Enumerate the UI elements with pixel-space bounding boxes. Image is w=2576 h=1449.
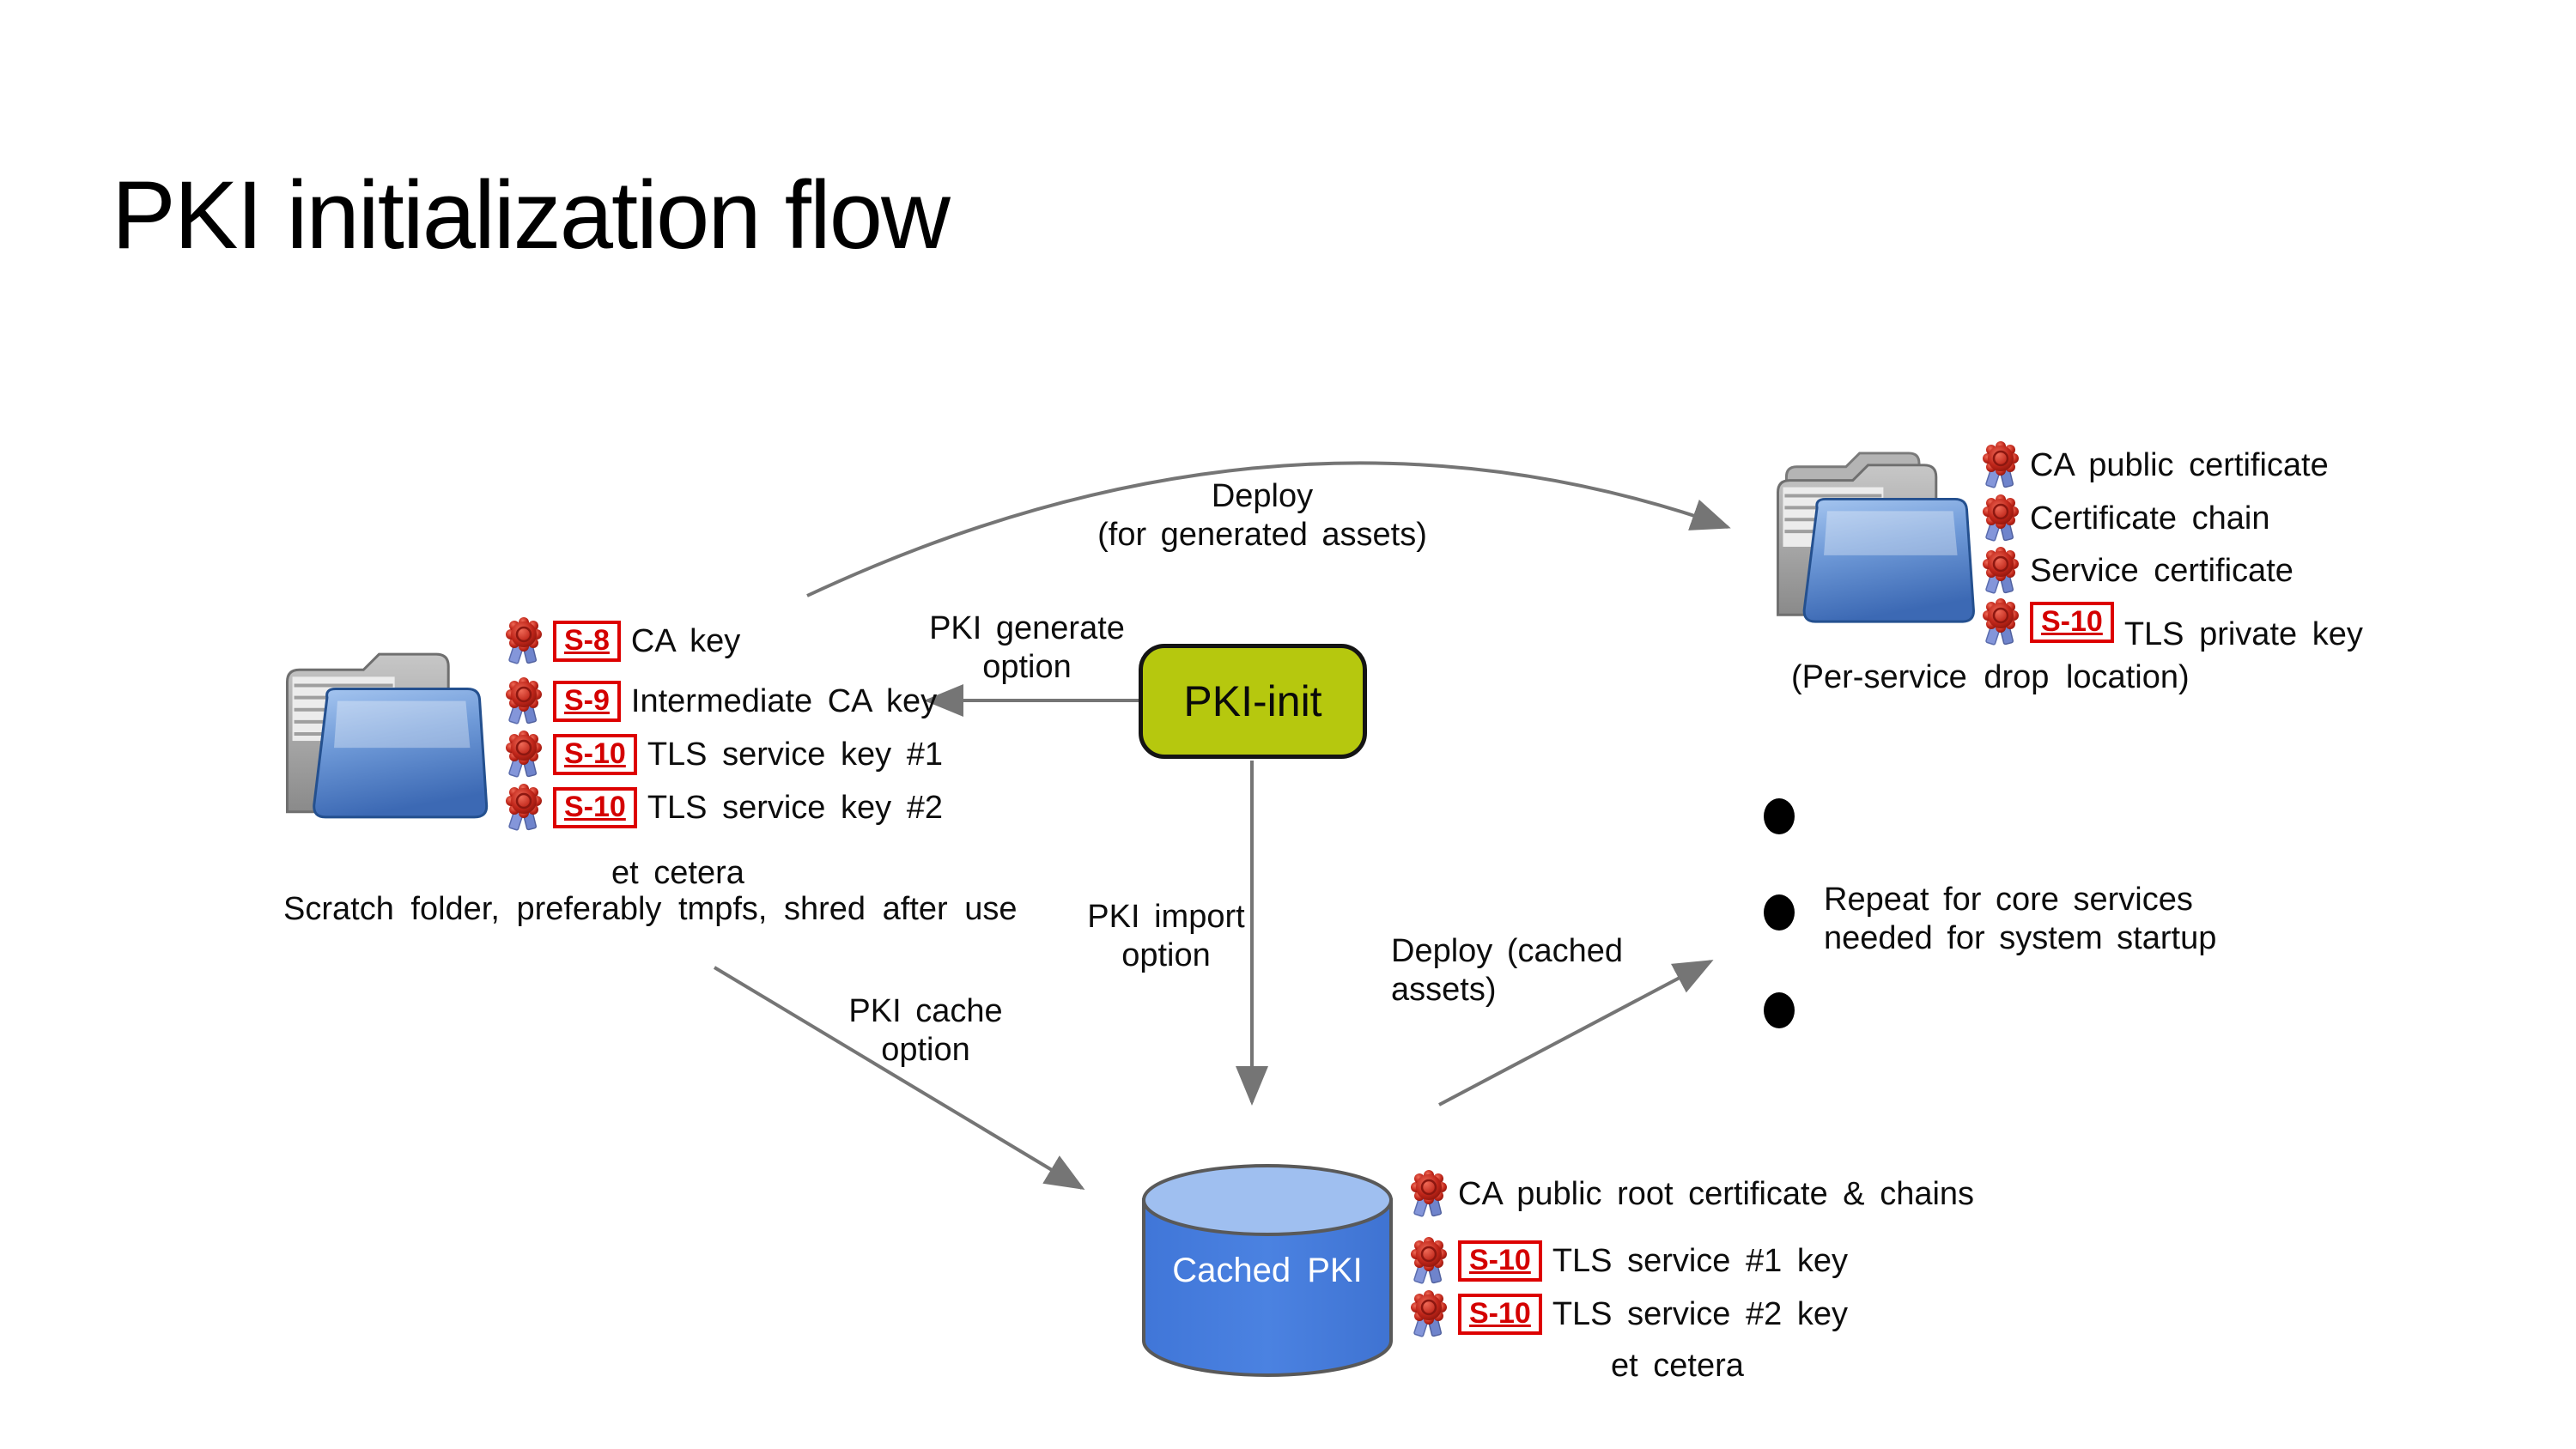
scratch-item-row: S-8 CA key xyxy=(505,615,740,668)
drop-item-label: CA public certificate xyxy=(2030,446,2329,483)
security-level-badge: S-10 xyxy=(2030,602,2114,643)
page-title: PKI initialization flow xyxy=(112,161,951,269)
edge-label-pki-import: PKI import option xyxy=(1087,899,1245,973)
drop-item-row: Service certificate xyxy=(1982,544,2293,597)
seal-icon xyxy=(506,677,542,724)
scratch-item-label: CA key xyxy=(630,622,741,659)
scratch-item-row: S-10 TLS service key #2 xyxy=(505,781,943,834)
seal-icon xyxy=(1983,441,2019,488)
scratch-folder-icon xyxy=(285,652,489,819)
scratch-item-label: Intermediate CA key xyxy=(630,682,938,719)
drop-item-row: CA public certificate xyxy=(1982,439,2329,492)
drop-item-label: Service certificate xyxy=(2030,552,2293,589)
edge-label-pki-cache: PKI cache option xyxy=(848,993,1003,1068)
drop-item-row: Certificate chain xyxy=(1982,492,2269,545)
seal-icon xyxy=(1411,1290,1447,1337)
security-level-badge: S-10 xyxy=(1458,1240,1542,1282)
security-level-badge: S-10 xyxy=(553,787,637,828)
security-level-badge: S-10 xyxy=(553,734,637,775)
ellipsis-bullet xyxy=(1764,894,1795,931)
pki-init-node: PKI-init xyxy=(1139,644,1367,759)
ellipsis-bullet xyxy=(1764,798,1795,834)
pki-init-label: PKI-init xyxy=(1183,677,1322,725)
security-level-badge: S-8 xyxy=(553,621,621,662)
cached-pki-label: Cached PKI xyxy=(1172,1252,1363,1289)
scratch-item-row: S-9 Intermediate CA key xyxy=(505,675,937,728)
drop-folder-icon xyxy=(1777,452,1975,623)
seal-icon xyxy=(1983,494,2019,542)
arrow-pki-cache xyxy=(713,966,1085,1191)
ellipsis-bullet xyxy=(1764,992,1795,1028)
seal-icon xyxy=(506,617,542,664)
seal-icon xyxy=(506,731,542,778)
drop-location-caption: (Per-service drop location) xyxy=(1791,659,2190,695)
seal-icon xyxy=(1411,1170,1447,1217)
arrow-deploy-generated xyxy=(806,461,1731,597)
repeat-note: Repeat for core services needed for syst… xyxy=(1824,882,2217,956)
cached-pki-database-icon xyxy=(1142,1164,1393,1377)
scratch-folder-caption: Scratch folder, preferably tmpfs, shred … xyxy=(283,891,1018,927)
arrow-deploy-cached xyxy=(1438,960,1714,1106)
cache-item-row: S-10 TLS service #1 key xyxy=(1410,1234,1848,1288)
seal-icon xyxy=(1411,1237,1447,1284)
drop-item-label: TLS private key xyxy=(2123,615,2363,652)
seal-icon xyxy=(1983,547,2019,594)
edge-label-deploy-generated: Deploy (for generated assets) xyxy=(1097,478,1427,553)
security-level-badge: S-10 xyxy=(1458,1294,1542,1335)
cache-etcetera: et cetera xyxy=(1611,1348,1744,1384)
drop-item-label: Certificate chain xyxy=(2030,500,2270,537)
cache-item-label: TLS service #2 key xyxy=(1552,1295,1848,1332)
scratch-item-label: TLS service key #1 xyxy=(647,736,943,773)
scratch-item-label: TLS service key #2 xyxy=(647,789,943,826)
scratch-etcetera: et cetera xyxy=(611,855,744,891)
security-level-badge: S-9 xyxy=(553,681,621,722)
cache-item-row: S-10 TLS service #2 key xyxy=(1410,1288,1848,1341)
scratch-item-row: S-10 TLS service key #1 xyxy=(505,728,943,781)
cache-item-label: CA public root certificate & chains xyxy=(1458,1175,1975,1212)
edge-label-pki-generate: PKI generate option xyxy=(929,610,1125,685)
seal-icon xyxy=(1983,598,2019,646)
edge-label-deploy-cached: Deploy (cached assets) xyxy=(1391,933,1624,1008)
cache-item-label: TLS service #1 key xyxy=(1552,1242,1848,1279)
seal-icon xyxy=(506,784,542,831)
drop-item-row: S-10 TLS private key xyxy=(1982,596,2363,652)
cache-item-row: CA public root certificate & chains xyxy=(1410,1167,1974,1221)
